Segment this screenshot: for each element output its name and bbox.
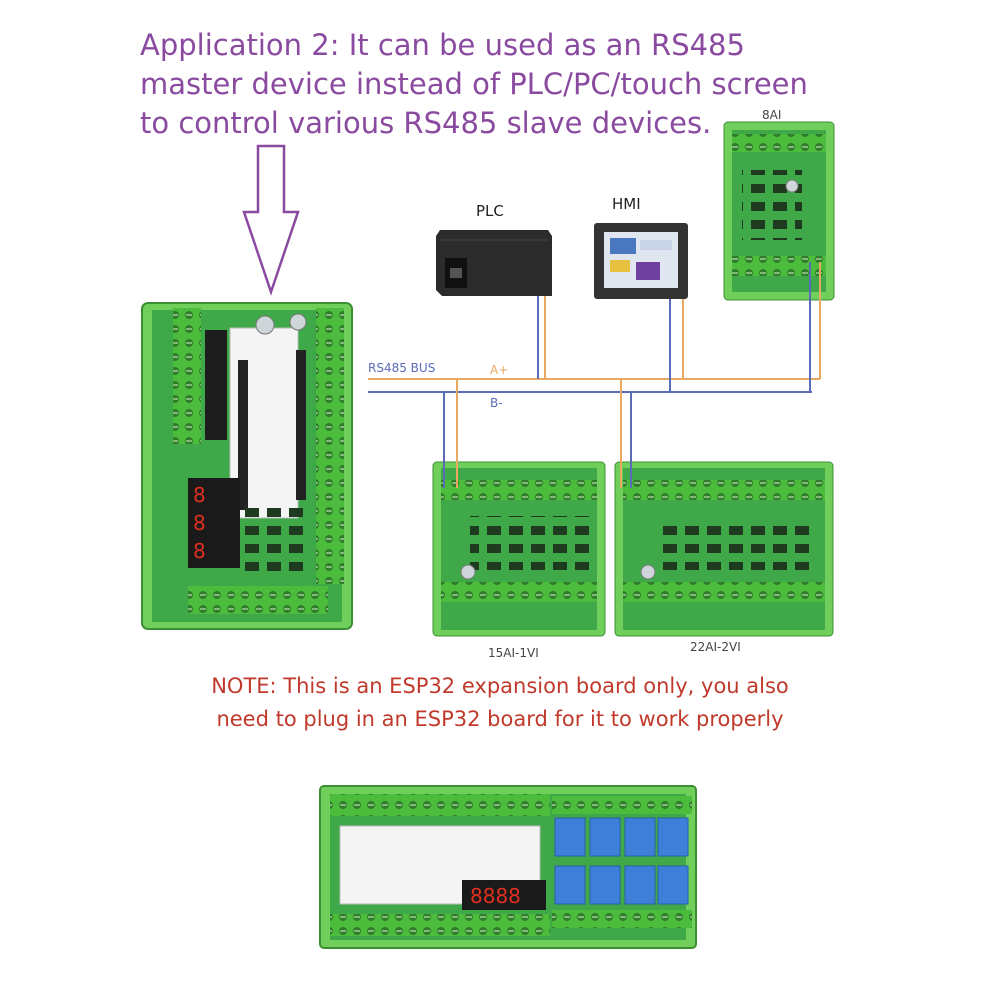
module-15ai-1vi [432,461,606,637]
down-arrow-icon [242,144,300,296]
headline-line-2: master device instead of PLC/PC/touch sc… [140,67,808,101]
note-line-1: NOTE: This is an ESP32 expansion board o… [211,674,789,698]
headline-line-3: to control various RS485 slave devices. [140,106,712,140]
rs485-bus-label: RS485 BUS [368,361,436,375]
main-controller-board: 8 8 8 [141,302,353,630]
plc-label: PLC [476,202,504,220]
ai8-label: 8AI [762,108,782,122]
hmi-device [594,223,688,299]
module-22ai-2vi [614,461,834,637]
note-line-2: need to plug in an ESP32 board for it to… [216,707,784,731]
svg-text:8: 8 [193,511,206,535]
a-plus-label: A+ [490,363,509,377]
module-8ai [723,121,835,301]
svg-text:8: 8 [193,539,206,563]
note: NOTE: This is an ESP32 expansion board o… [150,670,850,736]
svg-text:8888: 8888 [470,884,521,908]
svg-text:8: 8 [193,483,206,507]
ai15-label: 15AI-1VI [488,646,539,660]
b-minus-label: B- [490,396,503,410]
hmi-label: HMI [612,195,641,213]
ai22-label: 22AI-2VI [690,640,741,654]
headline-line-1: Application 2: It can be used as an RS48… [140,28,745,62]
bottom-relay-board: 8888 [319,785,697,949]
rs485-bus-wiring [368,262,821,488]
headline: Application 2: It can be used as an RS48… [140,26,840,143]
plc-device [436,230,552,296]
